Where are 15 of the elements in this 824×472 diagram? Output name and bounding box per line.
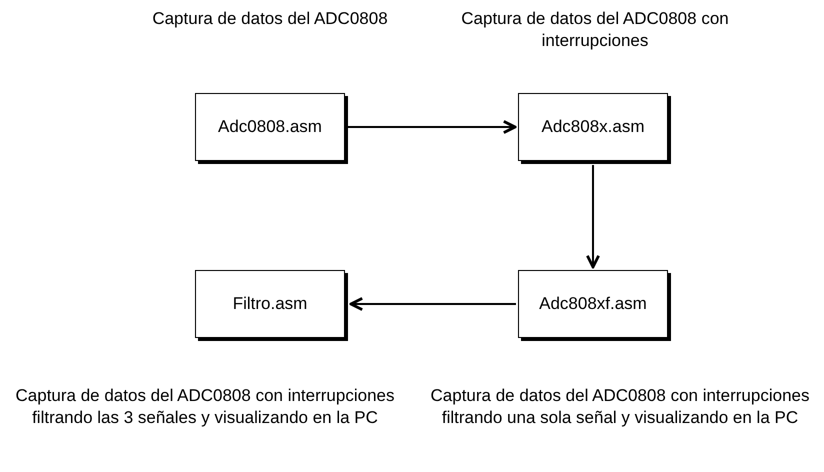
arrow	[586, 165, 600, 268]
file-name: Adc808x.asm	[542, 117, 644, 137]
description-text: Captura de datos del ADC0808 con interrupciones	[460, 8, 730, 52]
file-box	[195, 270, 345, 338]
arrow	[350, 297, 516, 311]
file-name: Adc0808.asm	[218, 117, 322, 137]
file-box	[195, 93, 345, 161]
file-box	[518, 93, 668, 161]
file-name: Adc808xf.asm	[539, 294, 647, 314]
arrow	[348, 120, 516, 134]
description-text: Captura de datos del ADC0808 con interrupciones filtrando las 3 señales y visualizando en la PC	[14, 385, 396, 430]
description-text: Captura de datos del ADC0808 con interrupciones filtrando una sola señal y visualizando en la PC	[430, 385, 810, 430]
file-name: Filtro.asm	[232, 294, 308, 314]
description-text: Captura de datos del ADC0808	[151, 8, 389, 30]
file-box	[518, 270, 668, 338]
